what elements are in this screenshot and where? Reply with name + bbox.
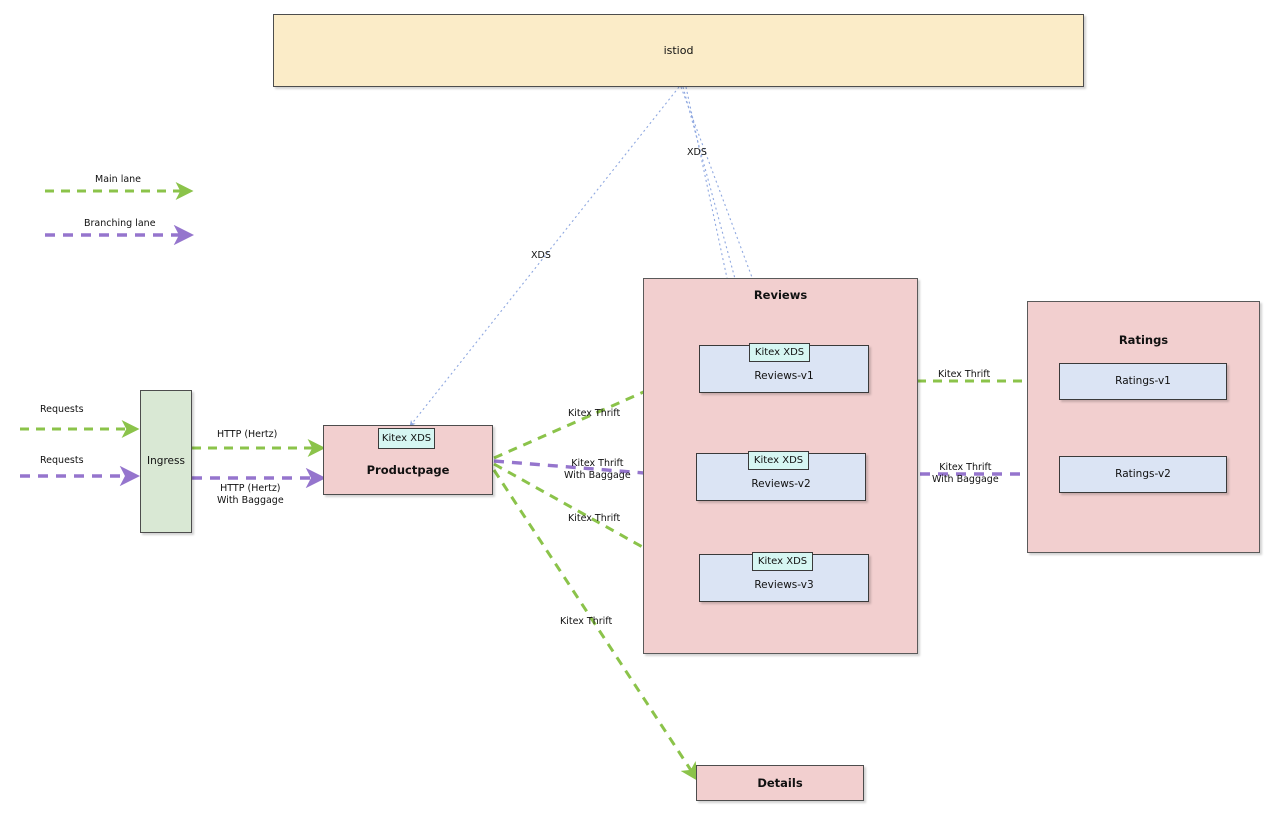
ratings-v2-label: Ratings-v2	[1115, 467, 1171, 480]
edge-label-http-hertz-baggage: HTTP (Hertz) With Baggage	[217, 483, 284, 506]
legend-label-main-lane: Main lane	[95, 174, 142, 185]
reviews-v2-kitex-xds-badge[interactable]: Kitex XDS	[748, 451, 809, 470]
group-ratings-title: Ratings	[1118, 333, 1169, 347]
istiod-label: istiod	[663, 43, 694, 57]
edge-label-xds-right: XDS	[687, 147, 707, 158]
edge-label-xds-left: XDS	[531, 250, 551, 261]
edge-label-kitex-thrift-reviews-v1: Kitex Thrift	[568, 408, 621, 419]
ratings-v1-label: Ratings-v1	[1115, 374, 1171, 387]
node-details[interactable]: Details	[696, 765, 864, 801]
edge-label-kitex-thrift-baggage-ratings-v2: Kitex Thrift With Baggage	[932, 462, 999, 485]
details-label: Details	[757, 775, 803, 790]
edge-label-kitex-thrift-details: Kitex Thrift	[560, 616, 613, 627]
productpage-label: Productpage	[366, 462, 450, 477]
node-istiod[interactable]: istiod	[273, 14, 1084, 87]
edge-label-kitex-thrift-reviews-v3: Kitex Thrift	[568, 513, 621, 524]
node-ratings-v2[interactable]: Ratings-v2	[1059, 456, 1227, 493]
group-ratings	[1027, 301, 1260, 553]
productpage-kitex-xds-badge[interactable]: Kitex XDS	[378, 428, 435, 449]
edge-label-http-hertz: HTTP (Hertz)	[217, 429, 278, 440]
edge-label-requests-main: Requests	[40, 404, 84, 415]
ingress-label: Ingress	[147, 454, 185, 467]
reviews-v2-label: Reviews-v2	[751, 478, 811, 491]
reviews-v1-label: Reviews-v1	[754, 370, 814, 383]
edge-label-kitex-thrift-ratings-v1: Kitex Thrift	[938, 369, 991, 380]
reviews-v3-kitex-xds-badge[interactable]: Kitex XDS	[752, 552, 813, 571]
edge-label-requests-branching: Requests	[40, 455, 84, 466]
group-reviews-title: Reviews	[753, 288, 808, 302]
node-ingress[interactable]: Ingress	[140, 390, 192, 533]
node-ratings-v1[interactable]: Ratings-v1	[1059, 363, 1227, 400]
edge-label-kitex-thrift-baggage-reviews-v2: Kitex Thrift With Baggage	[564, 458, 631, 481]
reviews-v3-label: Reviews-v3	[754, 579, 814, 592]
legend-label-branching-lane: Branching lane	[84, 218, 156, 229]
reviews-v1-kitex-xds-badge[interactable]: Kitex XDS	[749, 343, 810, 362]
